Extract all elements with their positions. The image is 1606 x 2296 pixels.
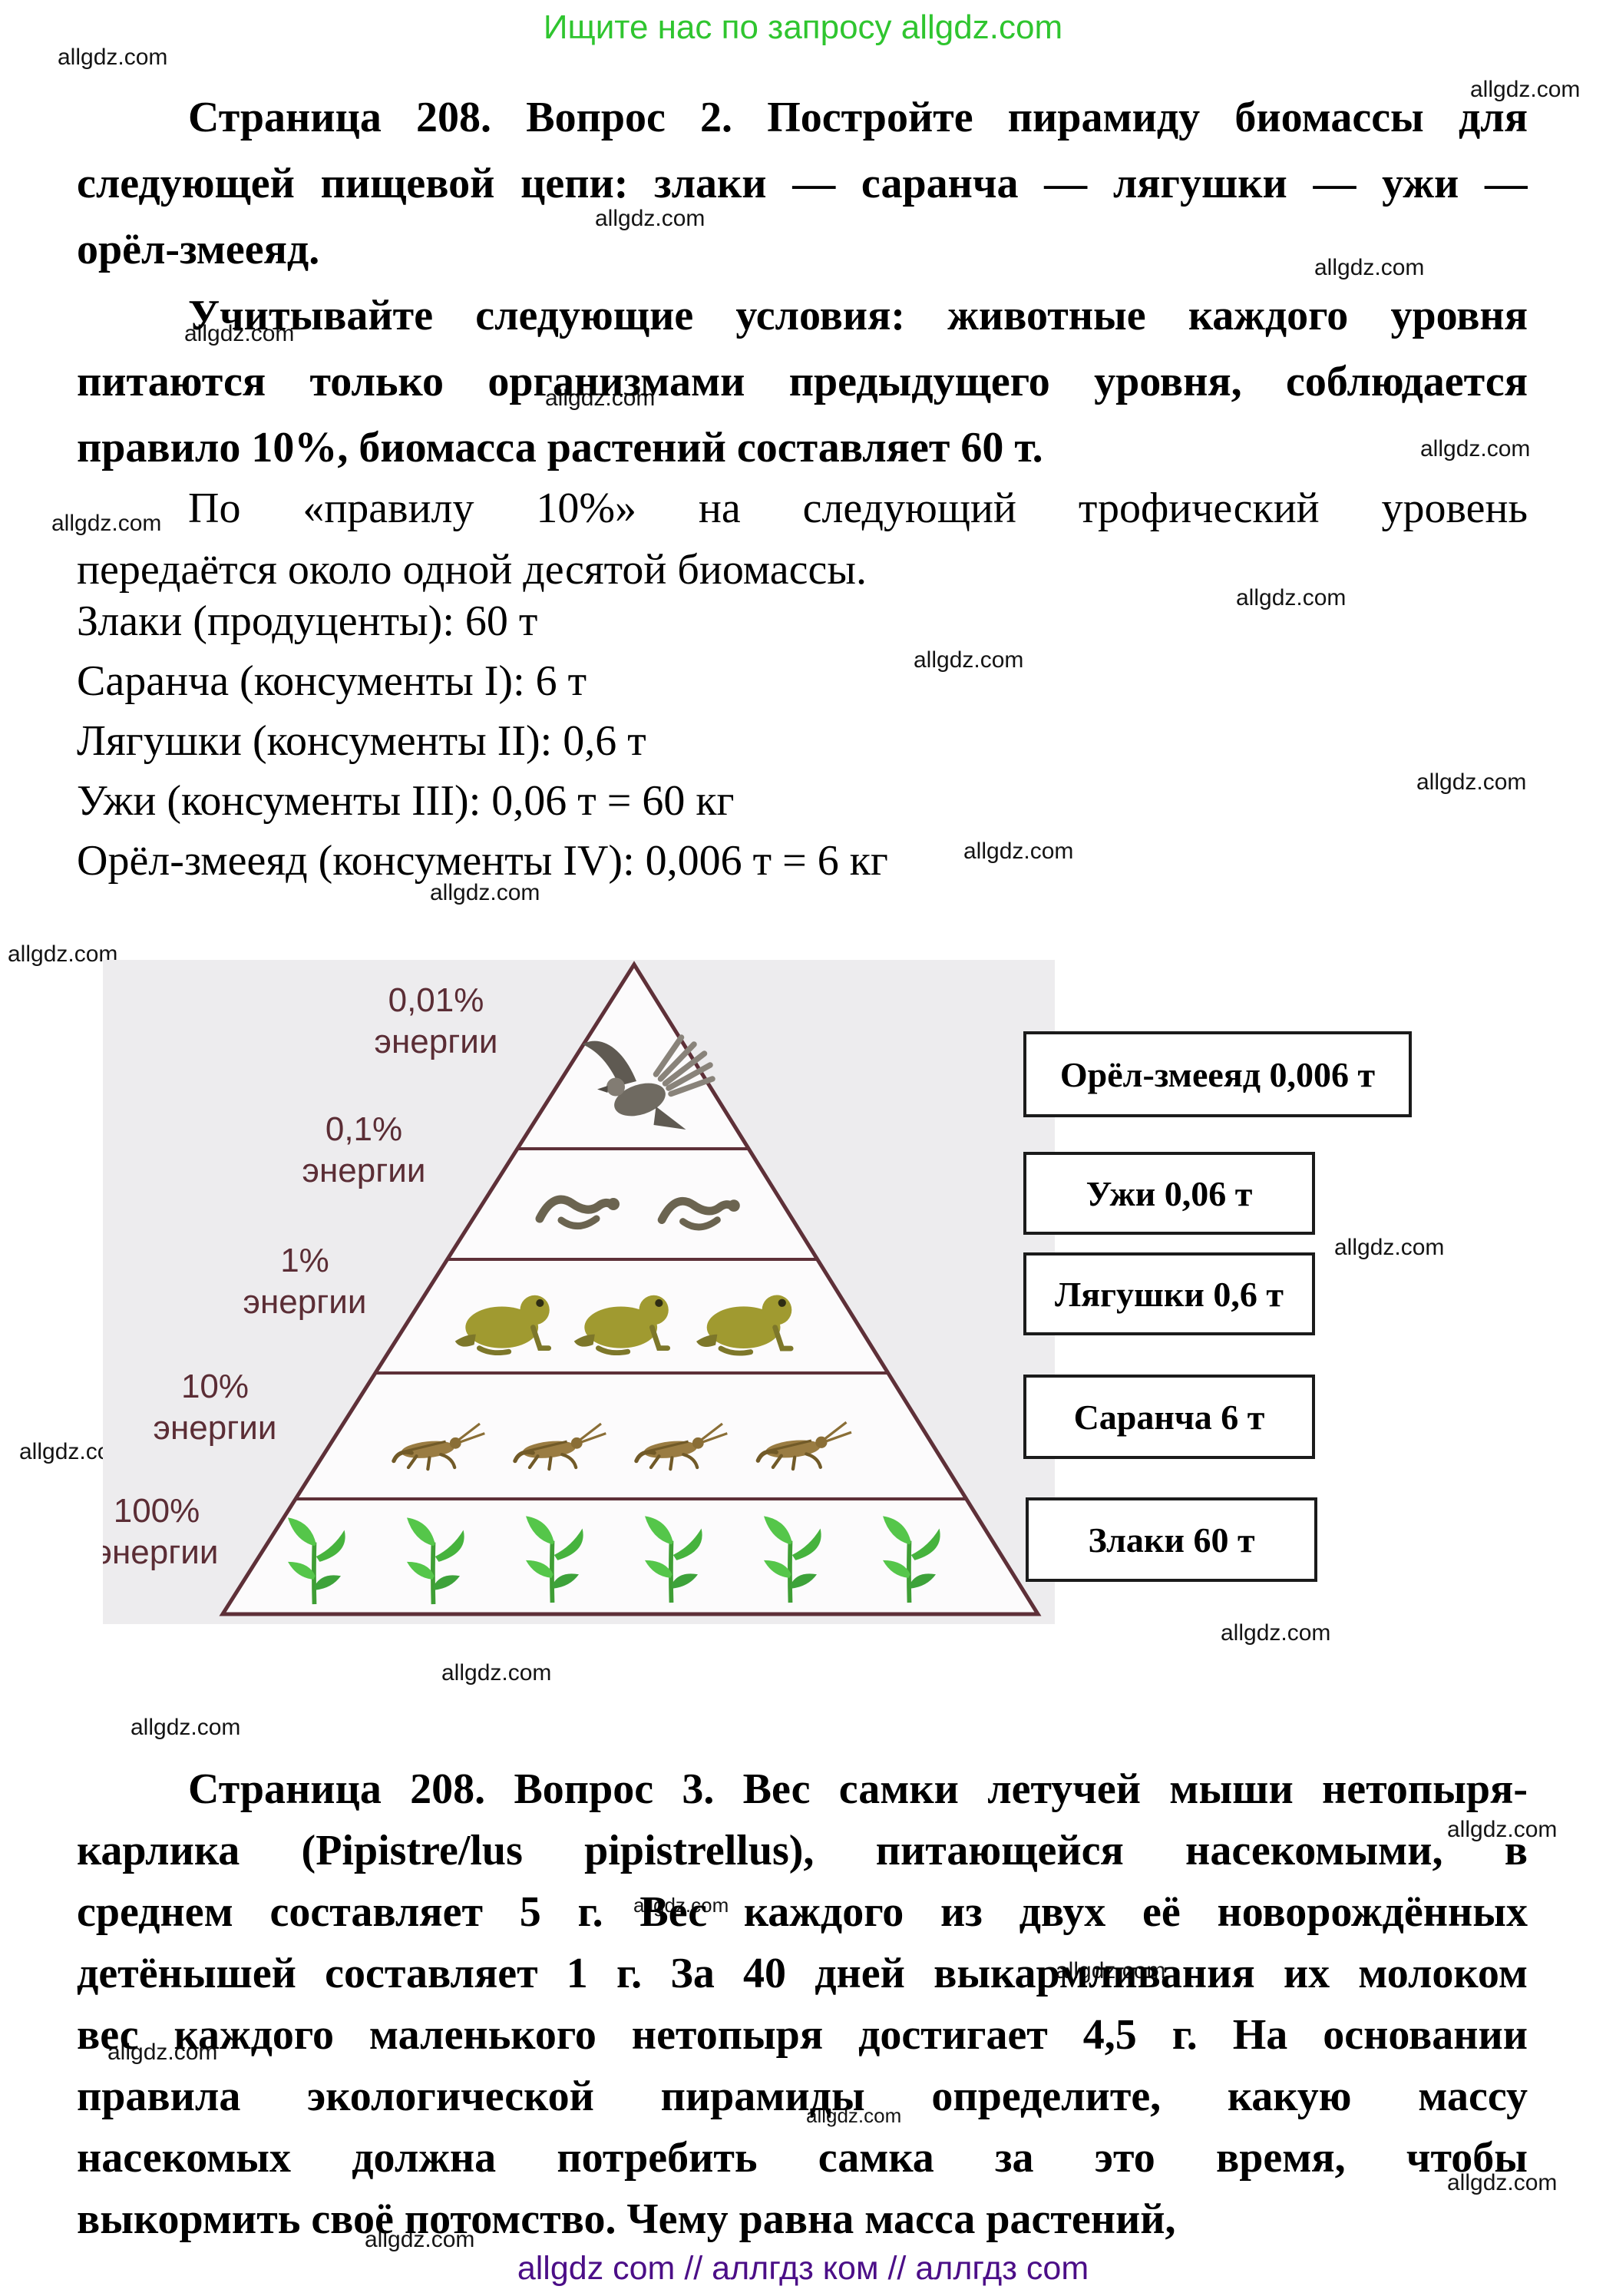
watermark: allgdz.com (1334, 1235, 1445, 1260)
watermark: allgdz.com (365, 2227, 475, 2252)
watermark: allgdz.com (1221, 1620, 1331, 1646)
pyramid-drawing (219, 961, 1042, 1616)
biomass-list: Злаки (продуценты): 60 т Саранча (консуме… (77, 591, 1528, 891)
conditions-line: правило 10%, биомасса растений составляе… (77, 424, 1043, 471)
energy-percent: 0,01% (388, 981, 484, 1019)
biomass-box-саранча: Саранча 6 т (1023, 1375, 1315, 1459)
energy-percent: 0,1% (325, 1110, 403, 1148)
question-3: Страница 208. Вопрос 3. Вес самки летуче… (77, 1758, 1528, 2250)
watermark: allgdz.com (8, 941, 118, 967)
site-promo-banner: Ищите нас по запросу allgdz.com (543, 8, 1063, 46)
biomass-box-орёл-змееяд: Орёл-змееяд 0,006 т (1023, 1031, 1412, 1117)
energy-word: энергии (153, 1409, 277, 1447)
conditions-line: Учитывайте следующие условия: животные к… (188, 292, 1528, 339)
energy-percent: 10% (180, 1368, 249, 1405)
rule-10-percent: По «правилу 10%» на следующий трофически… (77, 478, 1528, 600)
watermark: allgdz.com (1447, 2170, 1558, 2195)
rule-10-percent-line: передаётся около одной десятой биомассы. (77, 546, 867, 594)
watermark: allgdz.com (1420, 436, 1531, 462)
watermark: allgdz.com (595, 206, 706, 231)
question-2-line: следующей пищевой цепи: злаки — саранча … (77, 160, 1528, 207)
question-3-line: правила экологической пирамиды определит… (77, 2073, 1528, 2120)
biomass-list-line: Лягушки (консументы II): 0,6 т (77, 717, 646, 765)
biomass-box-ужи: Ужи 0,06 т (1023, 1152, 1315, 1235)
watermark: allgdz.com (184, 321, 295, 346)
energy-label-0,01%: 0,01% энергии (375, 980, 498, 1063)
question-3-line: карлика (Pipistre/lus pipistrellus), пит… (77, 1827, 1528, 1874)
rule-10-percent-line: По «правилу 10%» на следующий трофически… (188, 485, 1528, 532)
watermark: allgdz.com (806, 2104, 902, 2127)
question-3-line: Страница 208. Вопрос 3. Вес самки летуче… (188, 1765, 1528, 1813)
watermark: allgdz.com (963, 839, 1074, 864)
energy-percent: 100% (113, 1492, 200, 1530)
biomass-box-лягушки: Лягушки 0,6 т (1023, 1252, 1315, 1335)
watermark: allgdz.com (131, 1715, 241, 1740)
energy-label-100%: 100%энергии (103, 1490, 218, 1573)
watermark: allgdz.com (1470, 77, 1581, 102)
watermark: allgdz.com (51, 511, 162, 536)
biomass-list-line: Ужи (консументы III): 0,06 т = 60 кг (77, 777, 735, 825)
watermark: allgdz.com (430, 880, 540, 905)
watermark: allgdz.com (441, 1660, 552, 1686)
watermark: allgdz.com (1056, 1958, 1166, 1983)
energy-word: энергии (243, 1283, 367, 1321)
energy-label-0,1%: 0,1% энергии (302, 1109, 426, 1192)
question-3-line: насекомых должна потребить самка за это … (77, 2134, 1528, 2182)
watermark: allgdz.com (633, 1894, 729, 1917)
question-2-line: Страница 208. Вопрос 2. Постройте пирами… (188, 94, 1528, 141)
biomass-box-злаки: Злаки 60 т (1026, 1497, 1317, 1582)
watermark: allgdz.com (107, 2040, 218, 2065)
energy-word: энергии (302, 1152, 426, 1189)
biomass-list-line: Злаки (продуценты): 60 т (77, 597, 538, 645)
biomass-pyramid-figure: 0,01% энергии 0,1% энергии 1% энергии 10% энерг… (103, 960, 1055, 1624)
energy-label-10%: 10% энергии (154, 1366, 277, 1449)
energy-word: энергии (374, 1023, 498, 1060)
conditions-line: питаются только организмами предыдущего … (77, 358, 1528, 405)
question-3-line: вес каждого маленького нетопыря достигае… (77, 2011, 1528, 2059)
biomass-list-line: Орёл-змееяд (консументы IV): 0,006 т = 6… (77, 837, 888, 885)
watermark: allgdz.com (58, 45, 168, 70)
question-3-line: среднем составляет 5 г. Вес каждого из д… (77, 1888, 1528, 1936)
watermark: allgdz.com (545, 385, 656, 411)
watermark: allgdz.com (1416, 769, 1527, 795)
watermark: allgdz.com (1314, 255, 1425, 280)
question-3-line: детёнышей составляет 1 г. За 40 дней вык… (77, 1950, 1528, 1997)
energy-label-1%: 1% энергии (243, 1240, 367, 1323)
watermark: allgdz.com (1236, 585, 1347, 610)
biomass-list-line: Саранча (консументы I): 6 т (77, 657, 587, 705)
conditions: Учитывайте следующие условия: животные к… (77, 283, 1528, 481)
watermark: allgdz.com (1447, 1817, 1558, 1842)
question-2: Страница 208. Вопрос 2. Постройте пирами… (77, 84, 1528, 283)
question-3-line: выкормить своё потомство. Чему равна мас… (77, 2195, 1176, 2243)
energy-word: энергии (103, 1533, 219, 1571)
energy-percent: 1% (280, 1242, 329, 1279)
question-2-line: орёл-змееяд. (77, 226, 320, 273)
footer-links: allgdz com // аллгдз ком // аллгдз com (517, 2250, 1089, 2287)
watermark: allgdz.com (914, 647, 1024, 673)
